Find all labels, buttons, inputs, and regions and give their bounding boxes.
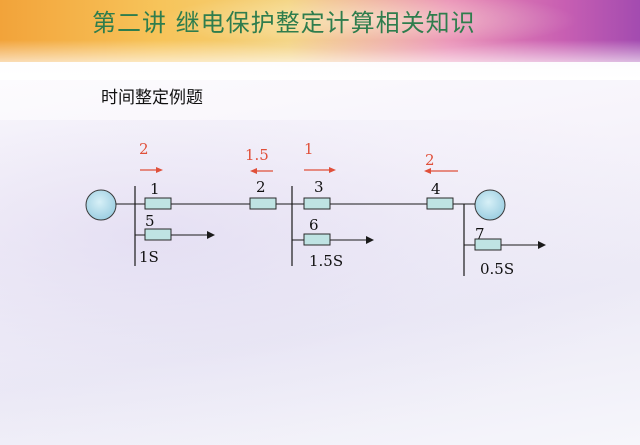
breaker-2 [249,197,277,210]
direction-arrow-3 [304,167,336,173]
breaker-label-2: 2 [256,178,266,196]
source-left [85,189,117,221]
direction-label-4: 2 [425,151,435,169]
breaker-label-4: 4 [431,180,441,198]
time-label-1-5s: 1.5S [309,252,343,270]
source-right [474,189,506,221]
time-label-0-5s: 0.5S [480,260,514,278]
breaker-5 [144,228,172,241]
direction-arrow-1 [140,167,163,173]
slide-subtitle: 时间整定例题 [101,88,203,108]
header-fade [0,40,640,80]
time-label-1s: 1S [139,248,159,266]
breaker-1 [144,197,172,210]
breaker-6 [303,233,331,246]
direction-label-2: 1.5 [245,146,269,164]
breaker-label-6: 6 [309,216,319,234]
breaker-label-7: 7 [475,225,485,243]
breaker-label-5: 5 [145,212,155,230]
breaker-4 [426,197,454,210]
breaker-3 [303,197,331,210]
direction-label-3: 1 [304,140,314,158]
direction-arrow-2 [250,168,273,174]
breaker-7 [474,238,502,251]
direction-label-1: 2 [139,140,149,158]
breaker-label-3: 3 [314,178,324,196]
background-swirl [0,120,640,445]
direction-arrow-4 [424,168,458,174]
breaker-label-1: 1 [150,180,160,198]
slide-title: 第二讲 继电保护整定计算相关知识 [92,9,476,37]
